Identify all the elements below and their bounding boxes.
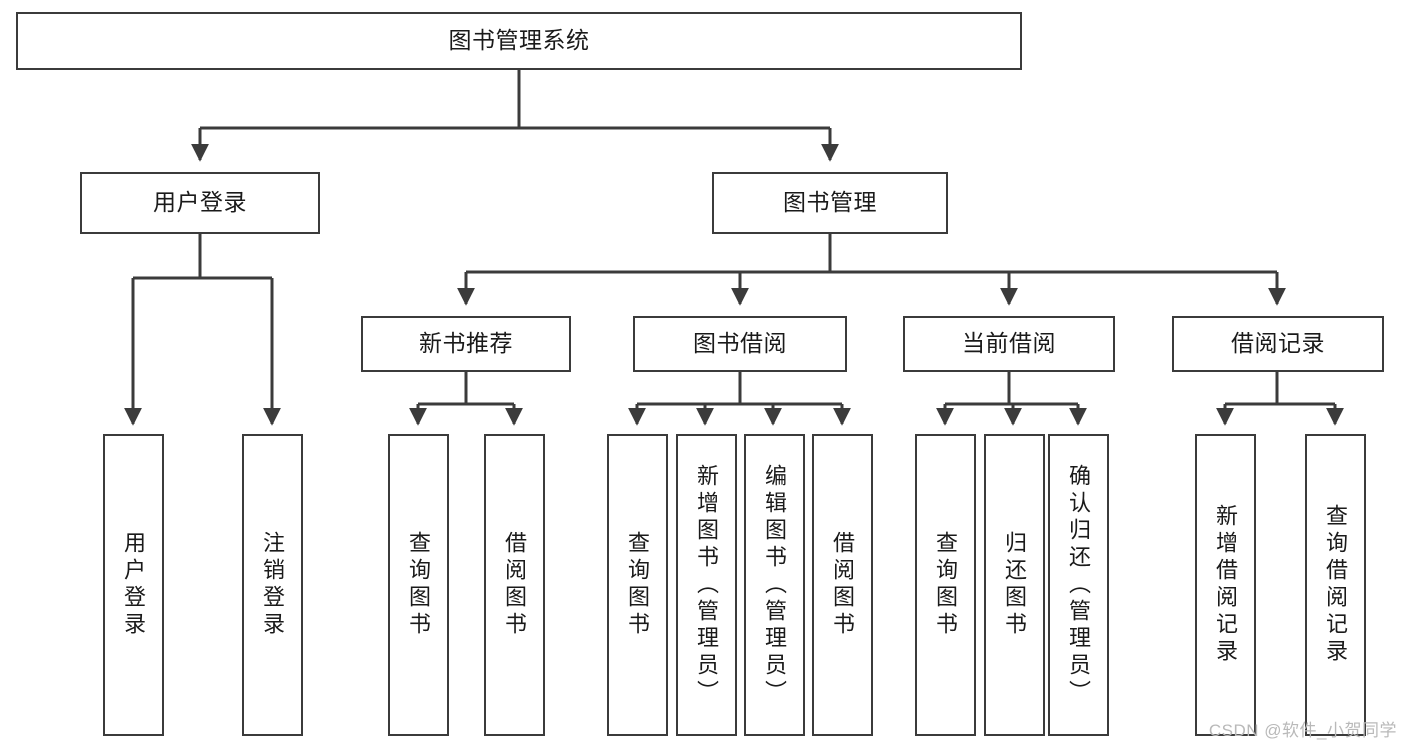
leaf-confirm-return-admin[interactable]: 确认归还（管理员） <box>1048 434 1109 736</box>
leaf-query-borrow-record[interactable]: 查询借阅记录 <box>1305 434 1366 736</box>
node-book-management[interactable]: 图书管理 <box>712 172 948 234</box>
node-label: 用户登录 <box>153 189 247 216</box>
node-root-book-management-system[interactable]: 图书管理系统 <box>16 12 1022 70</box>
node-label: 当前借阅 <box>962 330 1056 357</box>
node-label: 图书借阅 <box>693 330 787 357</box>
node-label: 新增图书（管理员） <box>694 463 720 707</box>
leaf-query-book-current[interactable]: 查询图书 <box>915 434 976 736</box>
node-label: 新增借阅记录 <box>1213 504 1239 666</box>
leaf-user-login[interactable]: 用户登录 <box>103 434 164 736</box>
node-label: 查询图书 <box>625 531 651 639</box>
node-label: 编辑图书（管理员） <box>762 463 788 707</box>
node-label: 查询图书 <box>933 531 959 639</box>
node-label: 借阅记录 <box>1231 330 1325 357</box>
leaf-borrow-book[interactable]: 借阅图书 <box>812 434 873 736</box>
node-label: 注销登录 <box>260 531 286 639</box>
node-label: 新书推荐 <box>419 330 513 357</box>
node-book-borrowing[interactable]: 图书借阅 <box>633 316 847 372</box>
node-current-borrowing[interactable]: 当前借阅 <box>903 316 1115 372</box>
node-label: 图书管理系统 <box>448 27 590 54</box>
leaf-borrow-book-newbook[interactable]: 借阅图书 <box>484 434 545 736</box>
node-label: 查询图书 <box>406 531 432 639</box>
node-label: 归还图书 <box>1002 531 1028 639</box>
leaf-return-book[interactable]: 归还图书 <box>984 434 1045 736</box>
node-label: 确认归还（管理员） <box>1066 463 1092 707</box>
leaf-add-borrow-record[interactable]: 新增借阅记录 <box>1195 434 1256 736</box>
node-borrowing-records[interactable]: 借阅记录 <box>1172 316 1384 372</box>
node-user-login[interactable]: 用户登录 <box>80 172 320 234</box>
leaf-query-book-newbook[interactable]: 查询图书 <box>388 434 449 736</box>
node-label: 借阅图书 <box>830 531 856 639</box>
node-label: 用户登录 <box>121 531 147 639</box>
leaf-query-book-borrow[interactable]: 查询图书 <box>607 434 668 736</box>
node-label: 借阅图书 <box>502 531 528 639</box>
node-new-book-recommendation[interactable]: 新书推荐 <box>361 316 571 372</box>
leaf-logout[interactable]: 注销登录 <box>242 434 303 736</box>
node-label: 查询借阅记录 <box>1323 504 1349 666</box>
leaf-add-book-admin[interactable]: 新增图书（管理员） <box>676 434 737 736</box>
node-label: 图书管理 <box>783 189 877 216</box>
leaf-edit-book-admin[interactable]: 编辑图书（管理员） <box>744 434 805 736</box>
